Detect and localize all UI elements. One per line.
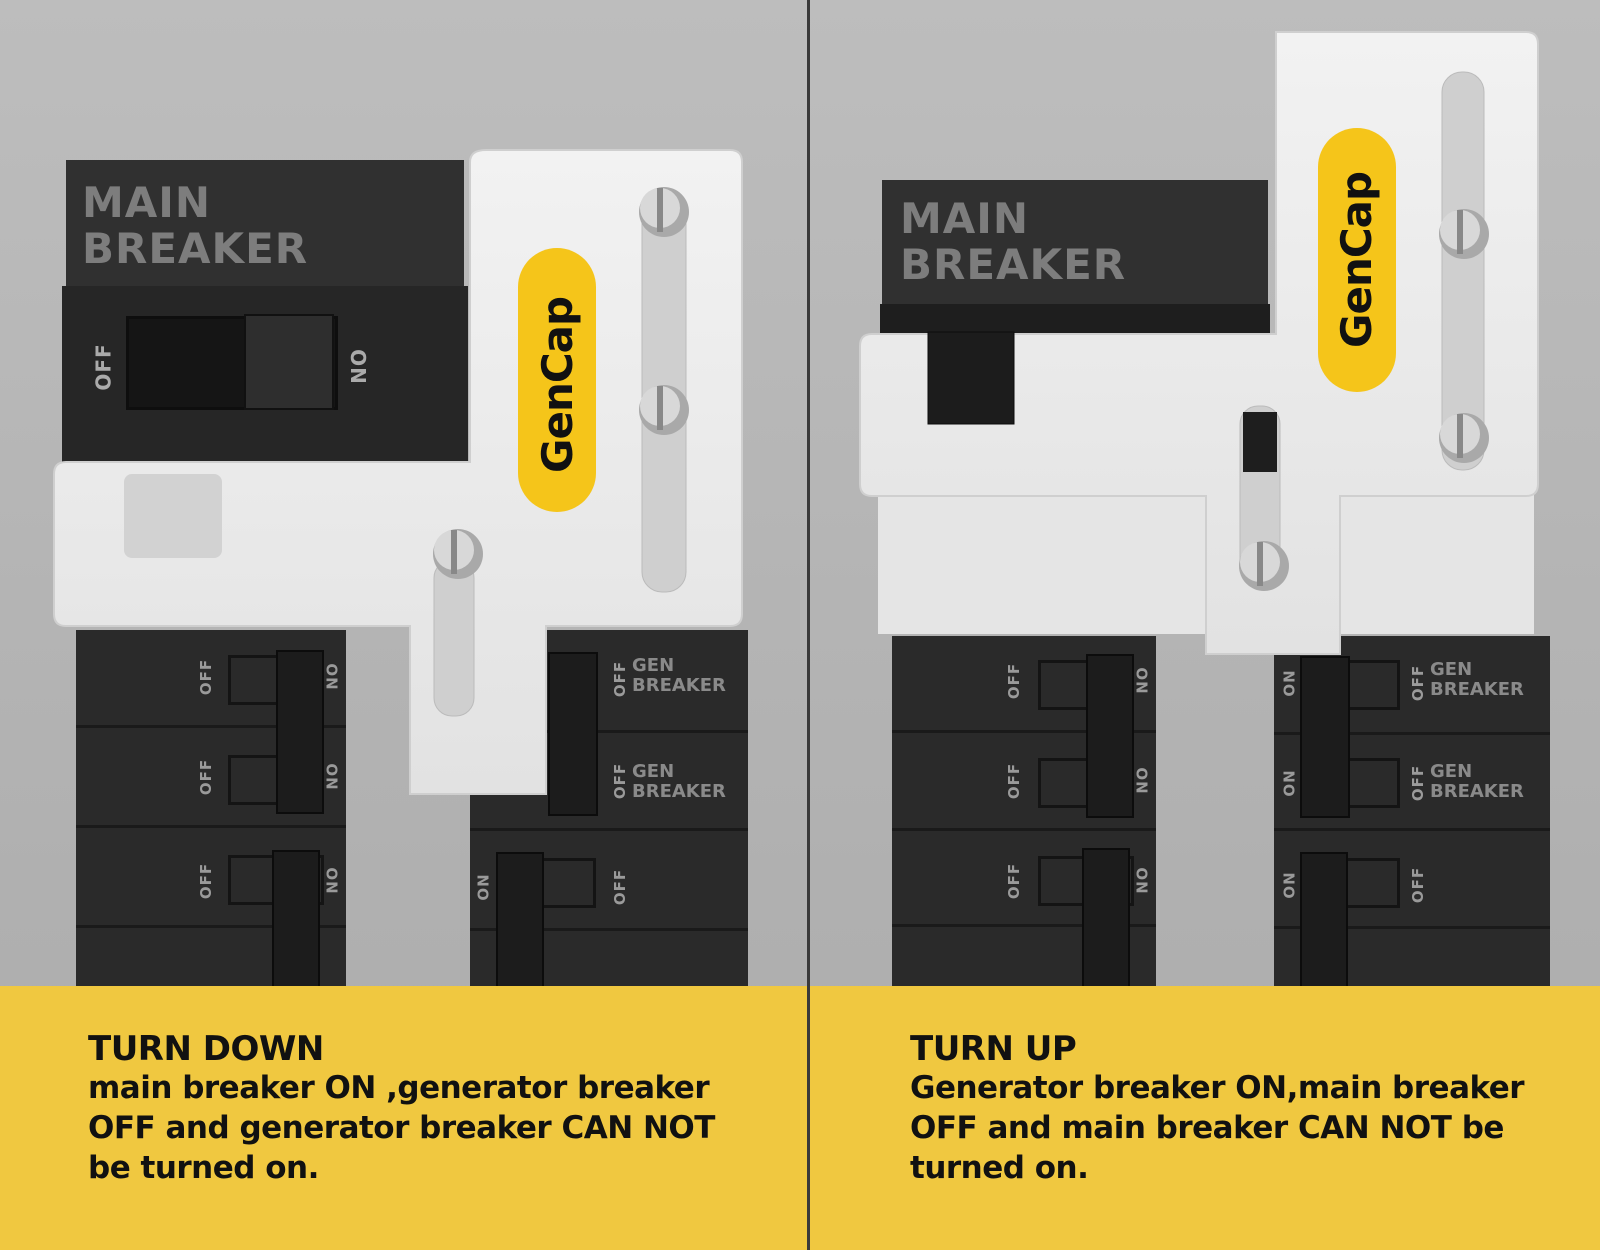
- caption-turn-down: TURN DOWN main breaker ON ,generator bre…: [0, 986, 807, 1250]
- screw-icon: [433, 529, 483, 579]
- gen-breaker-label: GEN BREAKER: [1430, 761, 1524, 802]
- interlock-plate: [53, 149, 743, 795]
- generator-toggle-tip: [1243, 412, 1277, 472]
- branch-breaker-row: [1274, 828, 1550, 831]
- turn-down-panel: MAIN BREAKER OFF ON OFF OFF OFF ON ON ON…: [0, 0, 808, 1250]
- main-breaker-label: MAIN BREAKER: [82, 178, 309, 273]
- branch-breaker-row: [1274, 926, 1550, 929]
- branch-toggle-handle: [276, 650, 324, 814]
- gen-breaker-label: GEN BREAKER: [632, 655, 726, 696]
- screw-icon: [1439, 413, 1489, 463]
- branch-breaker-row: [470, 928, 748, 931]
- caption-turn-up: TURN UP Generator breaker ON,main breake…: [810, 986, 1600, 1250]
- gen-breaker-label: GEN BREAKER: [632, 761, 726, 802]
- turn-up-panel: MAIN BREAKER OFF OFF OFF ON ON ON ON ON …: [810, 0, 1600, 1250]
- main-breaker: [882, 180, 1268, 304]
- plate-cutout: [124, 474, 222, 558]
- branch-toggle-handle: [1300, 852, 1348, 990]
- gencap-logo: GenCap: [1332, 171, 1381, 348]
- caption-body: Generator breaker ON,main breaker OFF an…: [910, 1070, 1525, 1186]
- gencap-logo: GenCap: [533, 296, 582, 473]
- branch-breaker-row: [76, 725, 346, 728]
- branch-toggle-handle: [272, 850, 320, 990]
- main-breaker-label: MAIN BREAKER: [900, 194, 1127, 289]
- screw-icon: [639, 385, 689, 435]
- generator-toggle-handle: [1300, 656, 1350, 818]
- branch-breaker-row: [470, 828, 748, 831]
- caption-body: main breaker ON ,generator breaker OFF a…: [88, 1070, 715, 1186]
- interlock-plate: [859, 31, 1539, 655]
- main-breaker-body: [880, 304, 1270, 334]
- gencap-logo-badge: [518, 248, 596, 512]
- branch-breaker-row: [892, 730, 1156, 733]
- screw-icon: [1239, 541, 1289, 591]
- branch-breaker-row: [1274, 732, 1550, 735]
- lock-plate: [53, 149, 743, 795]
- adjust-slot: [1441, 71, 1485, 471]
- generator-toggle-handle: [548, 652, 598, 816]
- branch-breaker-row: [76, 925, 346, 928]
- branch-breaker-row: [76, 825, 346, 828]
- gencap-logo-badge: [1318, 128, 1396, 392]
- main-breaker: [66, 160, 464, 286]
- screw-icon: [639, 187, 689, 237]
- branch-toggle-handle: [1082, 848, 1130, 990]
- gen-breaker-label: GEN BREAKER: [1430, 659, 1524, 700]
- caption-title: TURN DOWN: [88, 1029, 324, 1069]
- adjust-slot: [433, 559, 475, 717]
- screw-icon: [1439, 209, 1489, 259]
- main-breaker-toggle: [244, 314, 334, 410]
- panel-divider: [807, 0, 810, 1250]
- main-breaker-toggle: [927, 331, 1015, 425]
- branch-toggle-handle: [1086, 654, 1134, 818]
- caption-title: TURN UP: [910, 1029, 1077, 1069]
- branch-breaker-row: [470, 730, 748, 733]
- branch-breaker-row: [892, 828, 1156, 831]
- branch-breaker-row: [892, 924, 1156, 927]
- branch-toggle-handle: [496, 852, 544, 990]
